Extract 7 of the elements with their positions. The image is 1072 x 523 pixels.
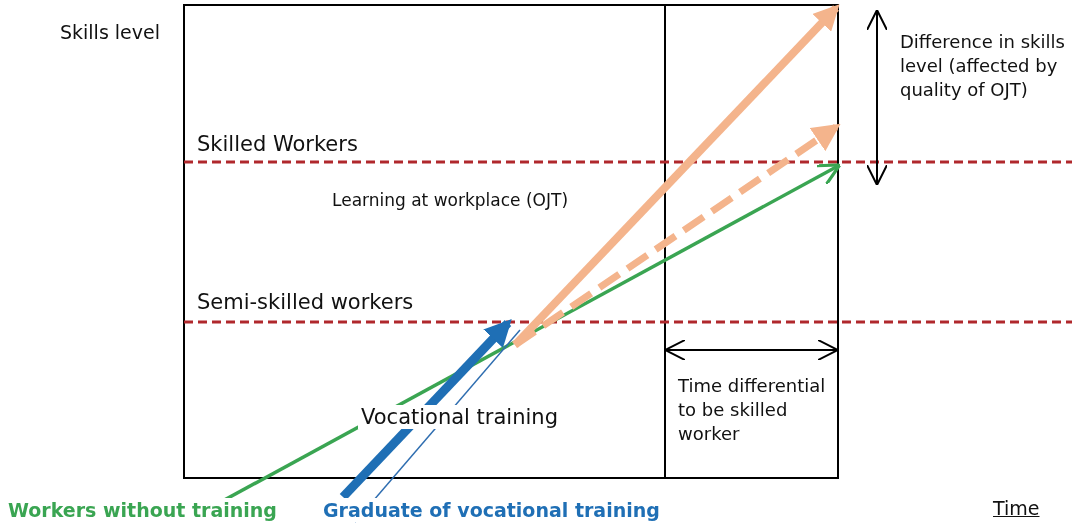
level-label: Semi-skilled workers (197, 290, 414, 314)
axis-label: Skills level (60, 20, 161, 44)
axis-label: Time (993, 496, 1040, 520)
annotation-text: Learning at workplace (OJT) (332, 189, 569, 212)
level-label: Skilled Workers (197, 132, 358, 156)
annotation-text: Difference in skills level (affected by quality of OJT) (900, 30, 1065, 102)
annotation-text: Time differential to be skilled worker (678, 374, 827, 446)
